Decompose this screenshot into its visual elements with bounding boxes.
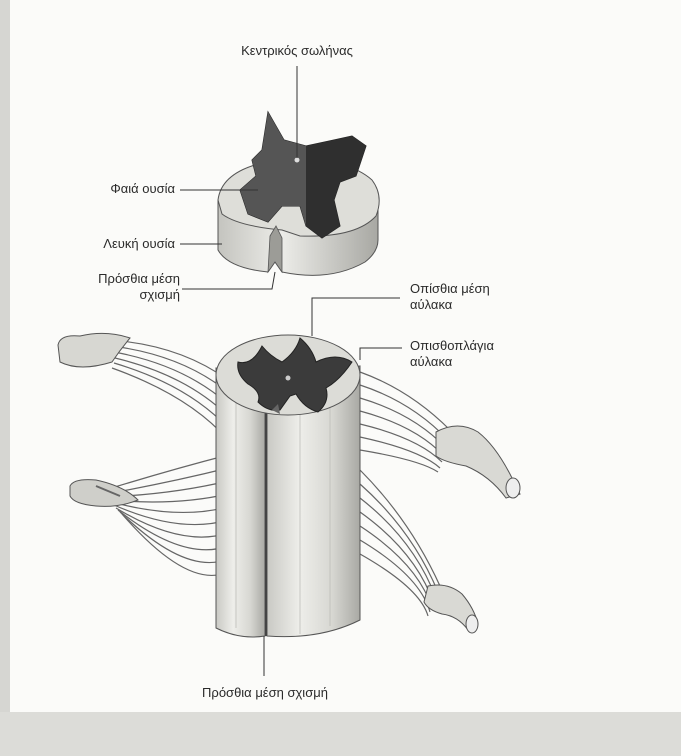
label-posterolateral-sulcus: Οπισθοπλάγια αύλακα — [410, 338, 494, 370]
label-white-matter: Λευκή ουσία — [50, 236, 175, 252]
label-anterior-fissure-top-line1: Πρόσθια μέση — [55, 271, 180, 287]
label-anterior-fissure-bottom: Πρόσθια μέση σχισμή — [180, 685, 350, 701]
label-posterolateral-sulcus-line1: Οπισθοπλάγια — [410, 338, 494, 354]
label-posterior-median-sulcus: Οπίσθια μέση αύλακα — [410, 281, 490, 313]
label-posterolateral-sulcus-line2: αύλακα — [410, 354, 494, 370]
label-posterior-median-sulcus-line1: Οπίσθια μέση — [410, 281, 490, 297]
label-anterior-fissure-top: Πρόσθια μέση σχισμή — [55, 271, 180, 303]
label-central-canal: Κεντρικός σωλήνας — [222, 43, 372, 59]
spinal-segment-top — [218, 112, 379, 275]
ganglion-upper-left — [58, 333, 130, 367]
label-posterior-median-sulcus-line2: αύλακα — [410, 297, 490, 313]
central-canal-dot — [295, 158, 300, 163]
nerve-roots-right — [360, 372, 450, 616]
nerve-end-lower-right — [466, 615, 478, 633]
central-canal-lower — [286, 376, 291, 381]
label-anterior-fissure-top-line2: σχισμή — [55, 287, 180, 303]
spinal-cord-column — [216, 335, 360, 637]
label-grey-matter: Φαιά ουσία — [60, 181, 175, 197]
nerve-roots-left — [105, 340, 228, 575]
nerve-end-upper-right — [506, 478, 520, 498]
